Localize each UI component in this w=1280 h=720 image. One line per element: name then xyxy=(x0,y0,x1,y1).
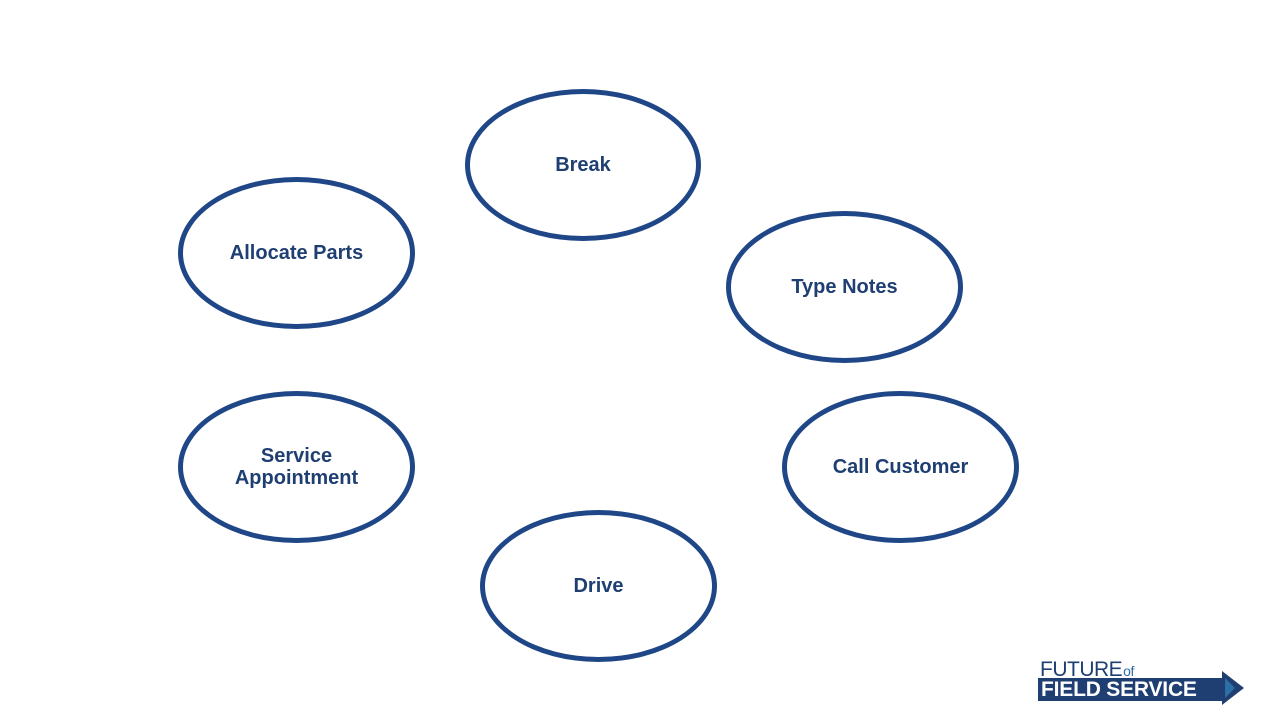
node-service-appointment: Service Appointment xyxy=(178,391,415,543)
logo-bottom-text: FIELD SERVICE xyxy=(1041,678,1197,701)
logo-future-text: FUTURE xyxy=(1040,658,1123,681)
logo-top-line: FUTUREof xyxy=(1040,659,1134,682)
logo-bar xyxy=(1038,678,1224,701)
node-drive: Drive xyxy=(480,510,717,662)
node-service-appointment-label: Service Appointment xyxy=(234,445,359,489)
node-call-customer-label: Call Customer xyxy=(832,456,969,478)
node-type-notes-label: Type Notes xyxy=(791,276,898,298)
node-call-customer: Call Customer xyxy=(782,391,1019,543)
node-break-label: Break xyxy=(555,154,611,176)
node-drive-label: Drive xyxy=(573,575,624,597)
logo-of-text: of xyxy=(1123,663,1134,679)
node-break: Break xyxy=(465,89,701,241)
node-allocate-parts-label: Allocate Parts xyxy=(229,242,364,264)
node-type-notes: Type Notes xyxy=(726,211,963,363)
node-allocate-parts: Allocate Parts xyxy=(178,177,415,329)
logo-arrow-icon xyxy=(1222,671,1244,705)
future-of-field-service-logo: FUTUREof FIELD SERVICE xyxy=(1038,659,1248,705)
